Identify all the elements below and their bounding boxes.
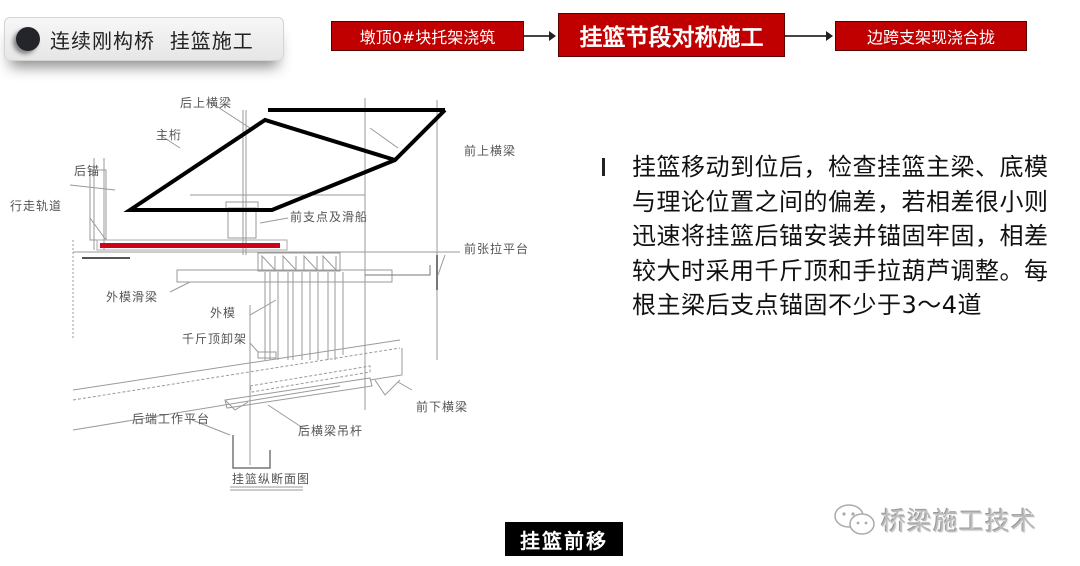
- slide-caption: 挂篮前移: [505, 522, 623, 556]
- diagram-drawing: [69, 98, 460, 491]
- hanging-basket-diagram: 后上横梁 主桁 后锚 行走轨道 前支点及滑船 前上横梁 前张拉平台 外模滑梁 外…: [10, 90, 528, 500]
- flow-step-label: 边跨支架现浇合拢: [866, 28, 995, 47]
- section-title-bar: 连续刚构桥 挂篮施工: [4, 17, 284, 61]
- bullet-dot-icon: [16, 27, 40, 51]
- arrow-right-icon: [785, 31, 833, 41]
- label-rear-anchor: 后锚: [74, 164, 101, 178]
- label-outer-form: 外模: [210, 306, 237, 320]
- flow-step-label: 挂篮节段对称施工: [579, 25, 764, 51]
- watermark: 桥梁施工技术: [833, 502, 1037, 538]
- flow-step-current: 挂篮节段对称施工: [558, 13, 785, 57]
- label-rear-beam-hanger: 后横梁吊杆: [298, 424, 364, 438]
- section-title: 连续刚构桥 挂篮施工: [50, 28, 254, 53]
- label-front-pivot-slider: 前支点及滑船: [290, 210, 369, 224]
- flow-step-closure: 边跨支架现浇合拢: [835, 21, 1027, 51]
- flow-step-label: 墩顶0#块托架浇筑: [359, 28, 496, 47]
- bullet-bar-icon: [602, 158, 605, 176]
- watermark-text: 桥梁施工技术: [881, 507, 1038, 536]
- label-outer-form-slide-beam: 外模滑梁: [106, 290, 159, 304]
- wechat-icon: [833, 503, 877, 537]
- label-rear-upper-beam: 后上横梁: [180, 96, 233, 110]
- label-front-lower-beam: 前下横梁: [416, 400, 469, 414]
- label-front-upper-beam: 前上横梁: [464, 144, 517, 158]
- caption-label: 挂篮前移: [520, 528, 608, 553]
- arrow-right-icon: [524, 31, 556, 41]
- label-walking-track: 行走轨道: [10, 199, 63, 213]
- diagram-caption: 挂篮纵断面图: [232, 472, 311, 486]
- label-main-truss: 主桁: [156, 128, 183, 142]
- flow-step-pier-top: 墩顶0#块托架浇筑: [331, 21, 524, 51]
- label-front-tension-platform: 前张拉平台: [464, 242, 530, 256]
- label-jack-unloading-frame: 千斤顶卸架: [182, 332, 248, 346]
- bullet-text: 挂篮移动到位后，检查挂篮主梁、底模与理论位置之间的偏差，若相差很小则迅速将挂篮后…: [632, 153, 1049, 319]
- label-rear-work-platform: 后端工作平台: [132, 412, 211, 426]
